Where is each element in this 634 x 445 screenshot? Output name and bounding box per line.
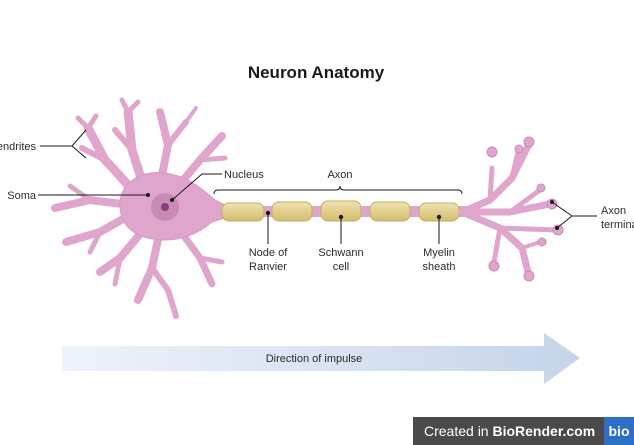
label-soma: Soma (7, 190, 37, 202)
impulse-direction-arrow (62, 333, 580, 384)
label-dendrites: Dendrites (0, 141, 36, 153)
label-myelin-sheath-line2: sheath (422, 261, 455, 273)
nucleolus (161, 203, 169, 211)
label-axon: Axon (327, 169, 352, 181)
myelin-segment (369, 201, 411, 222)
synaptic-bouton (536, 183, 546, 193)
label-myelin-sheath-line1: Myelin (423, 247, 455, 259)
leader-lines (38, 129, 597, 244)
diagram-title: Neuron Anatomy (248, 63, 385, 82)
synaptic-bouton (486, 146, 498, 158)
synaptic-bouton (488, 260, 500, 272)
label-schwann-cell-line2: cell (333, 261, 350, 273)
axon-terminal-branches (458, 142, 559, 276)
synaptic-bouton (514, 144, 524, 154)
biorender-logo-icon: bio (604, 417, 634, 445)
label-node-of-ranvier-line1: Node of (249, 247, 288, 259)
badge-text: Created in BioRender.com (413, 423, 595, 439)
synaptic-bouton (523, 136, 535, 148)
synaptic-bouton (537, 237, 547, 247)
myelin-segment (221, 202, 265, 222)
impulse-direction-label: Direction of impulse (266, 353, 363, 365)
biorender-badge[interactable]: Created in BioRender.com bio (413, 417, 634, 445)
synaptic-bouton (523, 270, 535, 282)
label-axon-terminals-line1: Axon (601, 205, 626, 217)
leader-dots (146, 193, 559, 230)
label-node-of-ranvier-line2: Ranvier (249, 261, 287, 273)
myelin-segment (271, 201, 313, 222)
label-schwann-cell-line1: Schwann (318, 247, 363, 259)
label-nucleus: Nucleus (224, 169, 264, 181)
badge-prefix: Created in (424, 423, 493, 439)
badge-brand: BioRender.com (492, 423, 596, 439)
label-axon-terminals-line2: terminals (601, 219, 634, 231)
